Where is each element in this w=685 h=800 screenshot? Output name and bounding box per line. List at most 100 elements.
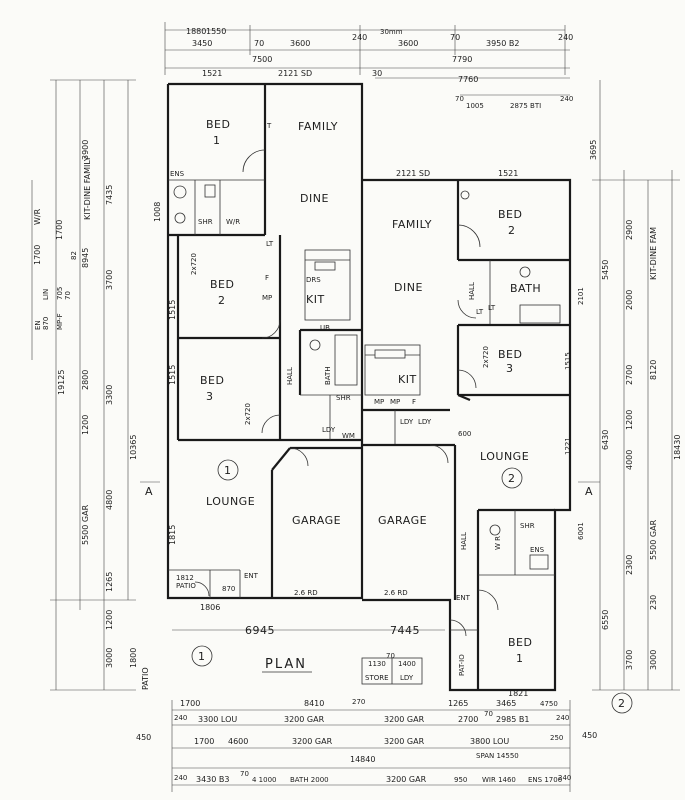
- u2-shr-label: SHR: [520, 522, 535, 530]
- dim-right-5500gar: 5500 GAR: [649, 519, 658, 560]
- dim-left-705: 705: [56, 287, 64, 300]
- dim-b6-14840: 14840: [350, 755, 375, 764]
- dim-b8-26rd-2: 2.6 RD: [384, 589, 408, 597]
- dim-right-6001: 6001: [577, 522, 585, 540]
- u1-bed2-label: BED: [210, 278, 234, 291]
- u2-bath-label: BATH: [510, 282, 541, 295]
- unit-1-number: 1: [224, 464, 232, 477]
- dim-top-240b: 240: [558, 33, 573, 42]
- u1-lounge-label: LOUNGE: [206, 495, 255, 508]
- dim-u2-1521: 1521: [498, 169, 518, 178]
- dim-b7-3200gar: 3200 GAR: [386, 775, 427, 784]
- bottom-dimension-lines: 1700 8410 1265 1821 3465 4750 240 3300 L…: [136, 689, 597, 792]
- dim-left-2800: 2800: [81, 370, 90, 390]
- unit-2-walls: [362, 178, 572, 692]
- dim-b1-1812: 1812: [176, 574, 194, 582]
- dim-top-7500: 7500: [252, 55, 272, 64]
- u2-bed2-number: 2: [508, 224, 516, 237]
- u1-bed2-number: 2: [218, 294, 226, 307]
- u1-garage-label: GARAGE: [292, 514, 341, 527]
- dim-right-5450: 5450: [601, 260, 610, 280]
- fixture-label-11: MP: [374, 398, 384, 406]
- u2-dine-label: DINE: [394, 281, 423, 294]
- plan-title: PLAN: [265, 657, 307, 672]
- dim-b4-3300lou: 3300 LOU: [198, 715, 237, 724]
- dim-left-1700: 1700: [33, 245, 42, 265]
- dim-top-70c: 70: [455, 95, 464, 103]
- dim-top-30mm: 30mm: [380, 28, 403, 36]
- dim-right-kitdine: KIT-DINE FAM: [649, 227, 658, 280]
- dim-right-2700: 2700: [625, 365, 634, 385]
- unit-1-walls: [166, 82, 364, 600]
- dim-left-1200b: 1200: [105, 610, 114, 630]
- fixtures: [173, 184, 549, 570]
- dim-top-2121sd: 2121 SD: [278, 69, 312, 78]
- dim-right-3700: 3700: [625, 650, 634, 670]
- dim-right-3000: 3000: [649, 650, 658, 670]
- u1-ldy-label: LDY: [322, 426, 336, 434]
- u1-bed1-number: 1: [213, 134, 221, 147]
- dim-b4-70: 70: [484, 710, 493, 718]
- dim-b7-wir: WIR 1460: [482, 776, 516, 784]
- dim-b7-240: 240: [174, 774, 187, 782]
- fixture-label-4: MP: [262, 294, 272, 302]
- dim-right-1515: 1515: [564, 352, 572, 370]
- u2-bed3-number: 3: [506, 362, 514, 375]
- store-label: STORE: [365, 674, 389, 682]
- section-mark-a-right: A: [585, 485, 593, 498]
- dim-b5-450b: 450: [582, 731, 597, 740]
- dim-b3-1700: 1700: [180, 699, 200, 708]
- dim-b4-2700: 2700: [458, 715, 478, 724]
- dim-b1-6945: 6945: [245, 624, 275, 637]
- dim-right-6430: 6430: [601, 430, 610, 450]
- dim-left-kitdine: KIT-DINE FAMILY: [83, 156, 92, 220]
- fixture-label-3: 2x720: [482, 346, 490, 368]
- dim-b4-3200gar1: 3200 GAR: [284, 715, 325, 724]
- dim-left-1008: 1008: [153, 202, 162, 222]
- u1-shr2-label: SHR: [336, 394, 351, 402]
- dim-b8-270: 270: [352, 698, 365, 706]
- dim-u2-2121sd: 2121 SD: [396, 169, 430, 178]
- u2-hall-label: HALL: [468, 282, 476, 300]
- dim-b7-bath: BATH 2000: [290, 776, 329, 784]
- dim-top-1521: 1521: [202, 69, 222, 78]
- unit-1-room-labels: BED 1 FAMILY DINE BED 2 BED 3 KIT BATH H…: [170, 118, 351, 590]
- fixture-label-14: T: [266, 122, 272, 130]
- ldy-store-label: LDY: [400, 674, 414, 682]
- dim-left-19125: 19125: [57, 370, 66, 395]
- fixture-label-13: LT: [476, 308, 484, 316]
- dim-top-70b: 70: [450, 33, 460, 42]
- u1-ent-label: ENT: [244, 572, 259, 580]
- fixture-label-2: 600: [458, 430, 471, 438]
- dim-b3-4750: 4750: [540, 700, 558, 708]
- dim-right-2101: 2101: [577, 287, 585, 305]
- fixture-label-12: F: [412, 398, 416, 406]
- dim-right-2000: 2000: [625, 290, 634, 310]
- dim-left-8945: 8945: [81, 248, 90, 268]
- right-dimension-lines: 3695 2900 5450 2000 2700 6430 4000 2300 …: [564, 80, 682, 691]
- fixture-label-9: WM: [342, 432, 355, 440]
- u1-family-label: FAMILY: [298, 120, 338, 133]
- dim-left-7435: 7435: [105, 185, 114, 205]
- dim-left-1265: 1265: [105, 572, 114, 592]
- left-dimension-lines: 1700 W/R 1700 EN 870 705 70 LIN MP-F 82 …: [31, 79, 177, 691]
- dim-top-3600b: 3600: [398, 39, 418, 48]
- dim-right-230: 230: [649, 595, 658, 610]
- dim-left-1515a: 1515: [168, 300, 177, 320]
- dim-right-8120: 8120: [649, 360, 658, 380]
- dim-top-1880: 1880: [186, 27, 206, 36]
- dim-top-3600a: 3600: [290, 39, 310, 48]
- dim-top-1550: 1550: [206, 27, 226, 36]
- dim-left-3900: 3900: [81, 140, 90, 160]
- dim-b5-3800lou: 3800 LOU: [470, 737, 509, 746]
- unit-1-marker: [217, 459, 239, 481]
- u1-lt-label: LT: [266, 240, 274, 248]
- u2-patio-label: PAT-IO: [458, 654, 466, 676]
- dim-b8-26rd-1: 2.6 RD: [294, 589, 318, 597]
- u1-hall-label: HALL: [286, 367, 294, 385]
- dim-b3-8410: 8410: [304, 699, 324, 708]
- dim-b5-3200gar1: 3200 GAR: [292, 737, 333, 746]
- unit-2-room-labels: FAMILY DINE BED 2 BATH BED 3 KIT HALL LO…: [378, 208, 545, 676]
- grid-marker-2-label: 2: [618, 697, 626, 710]
- dim-left-3700: 3700: [105, 270, 114, 290]
